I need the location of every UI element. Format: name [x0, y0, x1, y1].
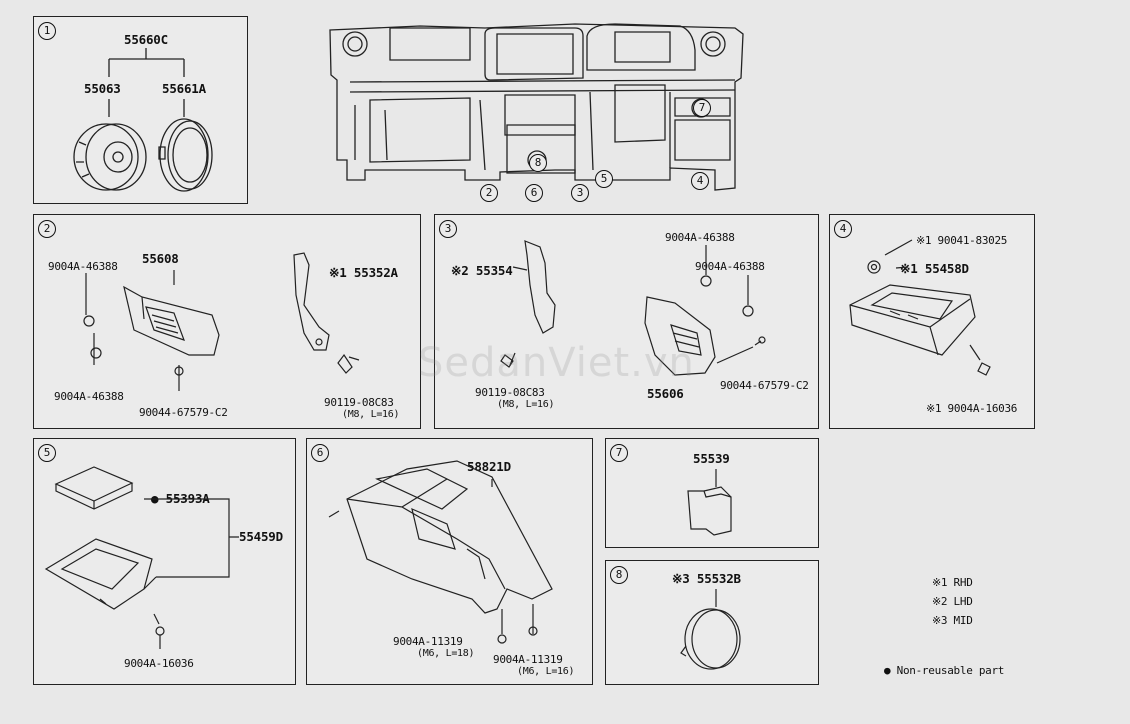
screw-b-spec: (M6, L=16) [517, 666, 575, 677]
bolt-spec: (M8, L=16) [342, 409, 400, 420]
part-label-bracket: ※1 55352A [329, 265, 398, 280]
ring-cover-illustration [606, 561, 820, 686]
side-vent-and-bracket-illustration [435, 215, 820, 430]
part-label-55539: 55539 [693, 451, 730, 466]
panel-number: 8 [610, 566, 628, 584]
small-panel-illustration [606, 439, 820, 549]
dashboard-overview-illustration [325, 20, 750, 195]
panel-number: 6 [311, 444, 329, 462]
part-label-box: 55459D [239, 529, 283, 544]
panel-7: 7 55539 [605, 438, 819, 548]
callout-8: 8 [529, 154, 547, 172]
panel-number: 7 [610, 444, 628, 462]
center-console-illustration [307, 439, 594, 686]
panel-3: 3 9004A-46388 9004A-46388 ※2 55354 90119… [434, 214, 819, 429]
screw-a-spec: (M6, L=18) [417, 648, 475, 659]
part-label-bracket: ※2 55354 [451, 263, 513, 278]
panel-number: 1 [38, 22, 56, 40]
part-label-screw: 90044-67579-C2 [139, 406, 228, 419]
part-label-screw-b: 9004A-11319 [493, 653, 563, 666]
side-vent-and-bracket-illustration [34, 215, 422, 430]
part-label-55063: 55063 [84, 81, 121, 96]
panel-number: 2 [38, 220, 56, 238]
part-label-screw: ※1 9004A-16036 [926, 402, 1018, 415]
panel-2: 2 55608 9004A-46388 ※1 55352A 9004A-4638… [33, 214, 421, 429]
watermark: SedanViet.vn [418, 340, 695, 386]
callout-2: 2 [480, 184, 498, 202]
legend-lhd: ※2 LHD [932, 595, 973, 608]
part-label-screw-a: 9004A-11319 [393, 635, 463, 648]
panel-number: 4 [834, 220, 852, 238]
part-label-screw: 9004A-16036 [124, 657, 194, 670]
clock-and-ring-illustration [34, 17, 249, 205]
panel-1: 1 55660C 55063 55661A [33, 16, 248, 204]
callout-7: 7 [693, 99, 711, 117]
panel-number: 5 [38, 444, 56, 462]
part-label-55608: 55608 [142, 251, 179, 266]
part-label-screw: 90044-67579-C2 [720, 379, 809, 392]
part-label-clip-b: 9004A-46388 [695, 260, 765, 273]
panel-8: 8 ※3 55532B [605, 560, 819, 685]
part-label-tray: ※1 55458D [900, 261, 969, 276]
panel-6: 6 58821D 9004A-11319 (M6, L=18) 9004A-11… [306, 438, 593, 685]
part-label-55661a: 55661A [162, 81, 206, 96]
callout-5: 5 [595, 170, 613, 188]
panel-5: 5 ● 55393A 55459D 9004A-16036 [33, 438, 296, 685]
part-label-bolt: 90119-08C83 [324, 396, 394, 409]
glove-tray-illustration [830, 215, 1036, 430]
storage-box-illustration [34, 439, 297, 686]
part-label-bolt: 90119-08C83 [475, 386, 545, 399]
part-label-nut: ※1 90041-83025 [916, 234, 1008, 247]
callout-6: 6 [525, 184, 543, 202]
legend-nonreusable: ● Non-reusable part [884, 664, 1005, 677]
part-label-55532b: ※3 55532B [672, 571, 741, 586]
part-label-clip-a: 9004A-46388 [665, 231, 735, 244]
callout-3: 3 [571, 184, 589, 202]
part-label-55660c: 55660C [124, 32, 168, 47]
part-label-clip-a: 9004A-46388 [48, 260, 118, 273]
panel-number: 3 [439, 220, 457, 238]
part-label-clip-b: 9004A-46388 [54, 390, 124, 403]
part-label-55606: 55606 [647, 386, 684, 401]
callout-4: 4 [691, 172, 709, 190]
panel-4: 4 ※1 90041-83025 ※1 55458D ※1 9004A-1603… [829, 214, 1035, 429]
legend-mid: ※3 MID [932, 614, 973, 627]
legend-rhd: ※1 RHD [932, 576, 973, 589]
bolt-spec: (M8, L=16) [497, 399, 555, 410]
